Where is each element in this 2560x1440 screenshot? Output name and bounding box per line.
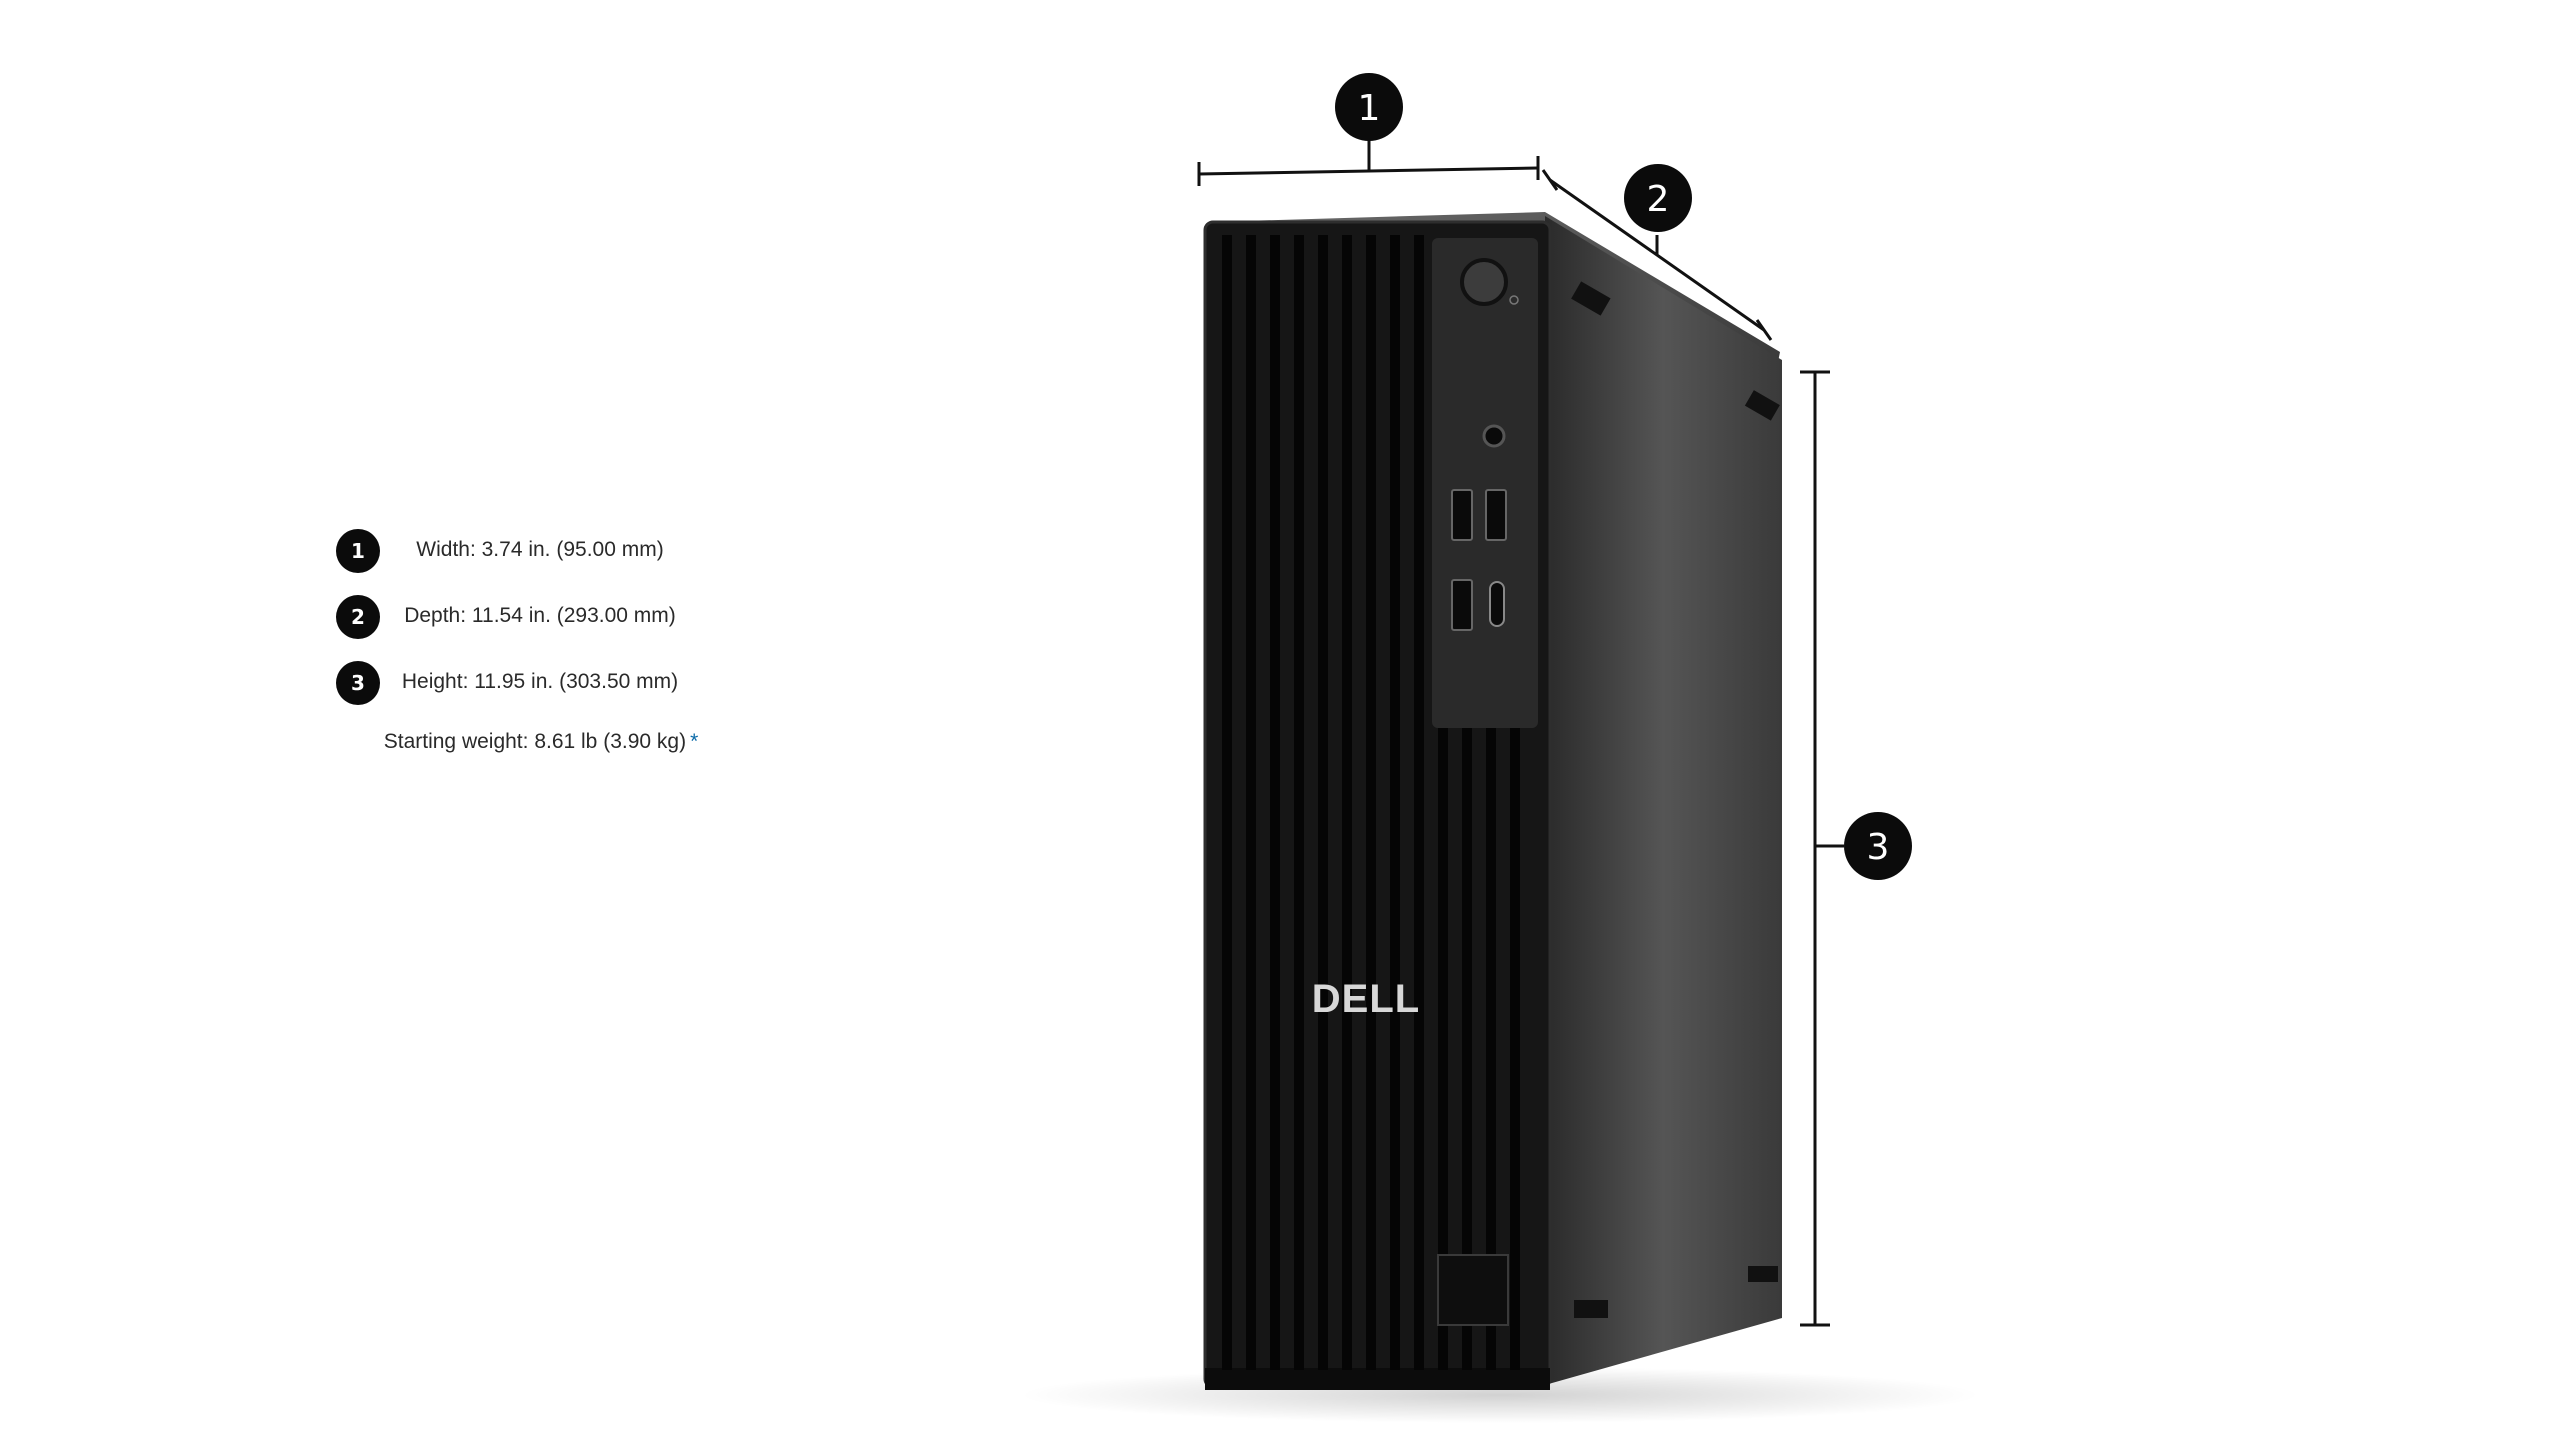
chassis-front-base [1205,1368,1550,1390]
front-bottom-slot [1437,1254,1509,1326]
weight-footnote-link[interactable]: * [690,730,699,753]
spec-depth-label: Depth: 11.54 in. (293.00 mm) [404,604,676,627]
depth-callout-badge [1624,164,1692,232]
chassis-side-panel [1545,216,1782,1385]
spec-badge-1: 1 [336,529,380,573]
spec-width-label: Width: 3.74 in. (95.00 mm) [416,538,664,561]
spec-badge-3: 3 [336,661,380,705]
weight-line: Starting weight: 8.61 lb (3.90 kg)* [336,730,746,754]
usb-c-port-icon [1489,581,1505,627]
usb-a-port-icon [1451,489,1473,541]
usb-a-port-icon [1485,489,1507,541]
spec-badge-2: 2 [336,595,380,639]
depth-dimension-line [1541,169,1773,341]
spec-height-label: Height: 11.95 in. (303.50 mm) [401,670,679,693]
width-callout-badge [1335,73,1403,141]
usb-a-port-icon [1451,579,1473,631]
weight-label: Starting weight: 8.61 lb (3.90 kg) [383,730,687,753]
power-button-icon [1460,258,1508,306]
height-callout-number: 3 [1867,827,1890,868]
dimension-spec-list: 1 Width: 3.74 in. (95.00 mm) 2 Depth: 11… [336,520,736,778]
side-tab [1744,390,1780,421]
depth-callout-number: 2 [1647,179,1670,220]
height-dimension-line [1800,370,1844,1327]
side-tab [1574,1300,1608,1318]
spec-row-height: 3 Height: 11.95 in. (303.50 mm) [336,652,736,718]
front-io-panel [1432,238,1538,728]
power-led-icon [1509,295,1519,305]
height-callout-badge [1844,812,1912,880]
spec-row-depth: 2 Depth: 11.54 in. (293.00 mm) [336,586,736,652]
front-vents [1222,235,1520,1370]
audio-jack-icon [1482,424,1506,448]
spec-row-width: 1 Width: 3.74 in. (95.00 mm) [336,520,736,586]
side-tab [1748,1266,1778,1282]
width-callout-number: 1 [1358,88,1381,129]
brand-logo: DELL [1312,977,1420,1021]
side-tab [1571,281,1611,316]
spec-row-weight: Starting weight: 8.61 lb (3.90 kg)* [336,718,736,778]
